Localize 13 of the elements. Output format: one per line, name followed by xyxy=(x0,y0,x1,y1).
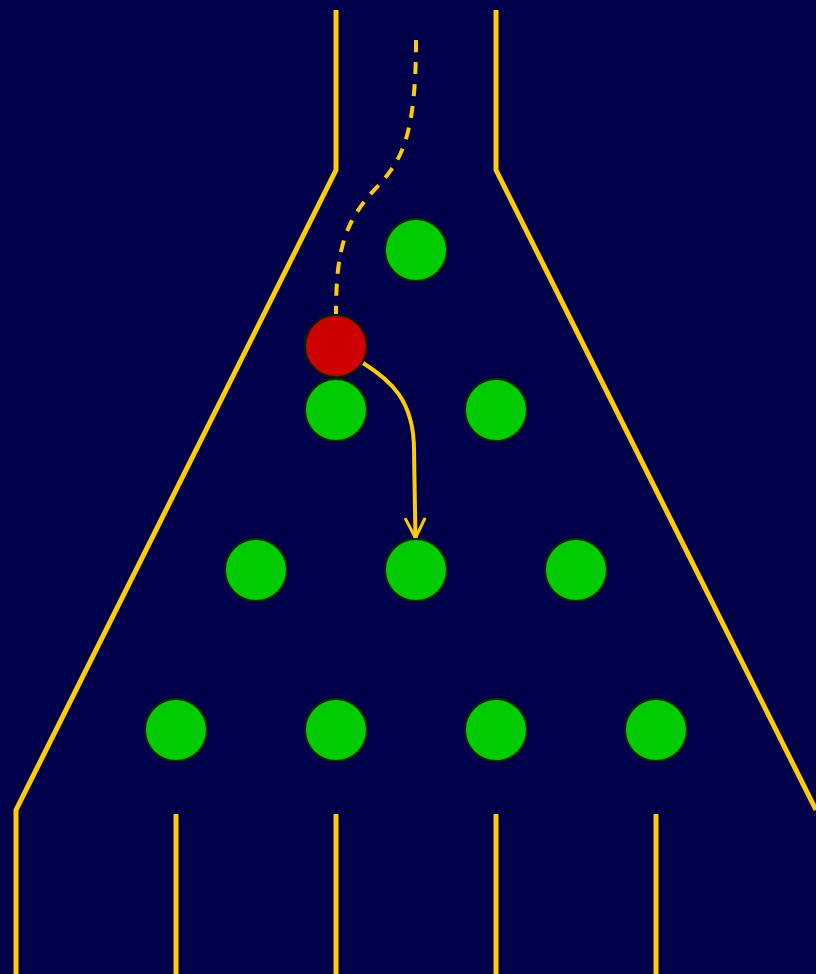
peg xyxy=(304,378,368,442)
ball xyxy=(304,314,368,378)
peg xyxy=(464,378,528,442)
peg xyxy=(384,538,448,602)
peg xyxy=(144,698,208,762)
path-line xyxy=(334,39,418,315)
peg xyxy=(224,538,288,602)
peg xyxy=(544,538,608,602)
peg xyxy=(384,218,448,282)
path-arrow xyxy=(362,361,427,540)
peg xyxy=(464,698,528,762)
peg xyxy=(304,698,368,762)
peg xyxy=(624,698,688,762)
